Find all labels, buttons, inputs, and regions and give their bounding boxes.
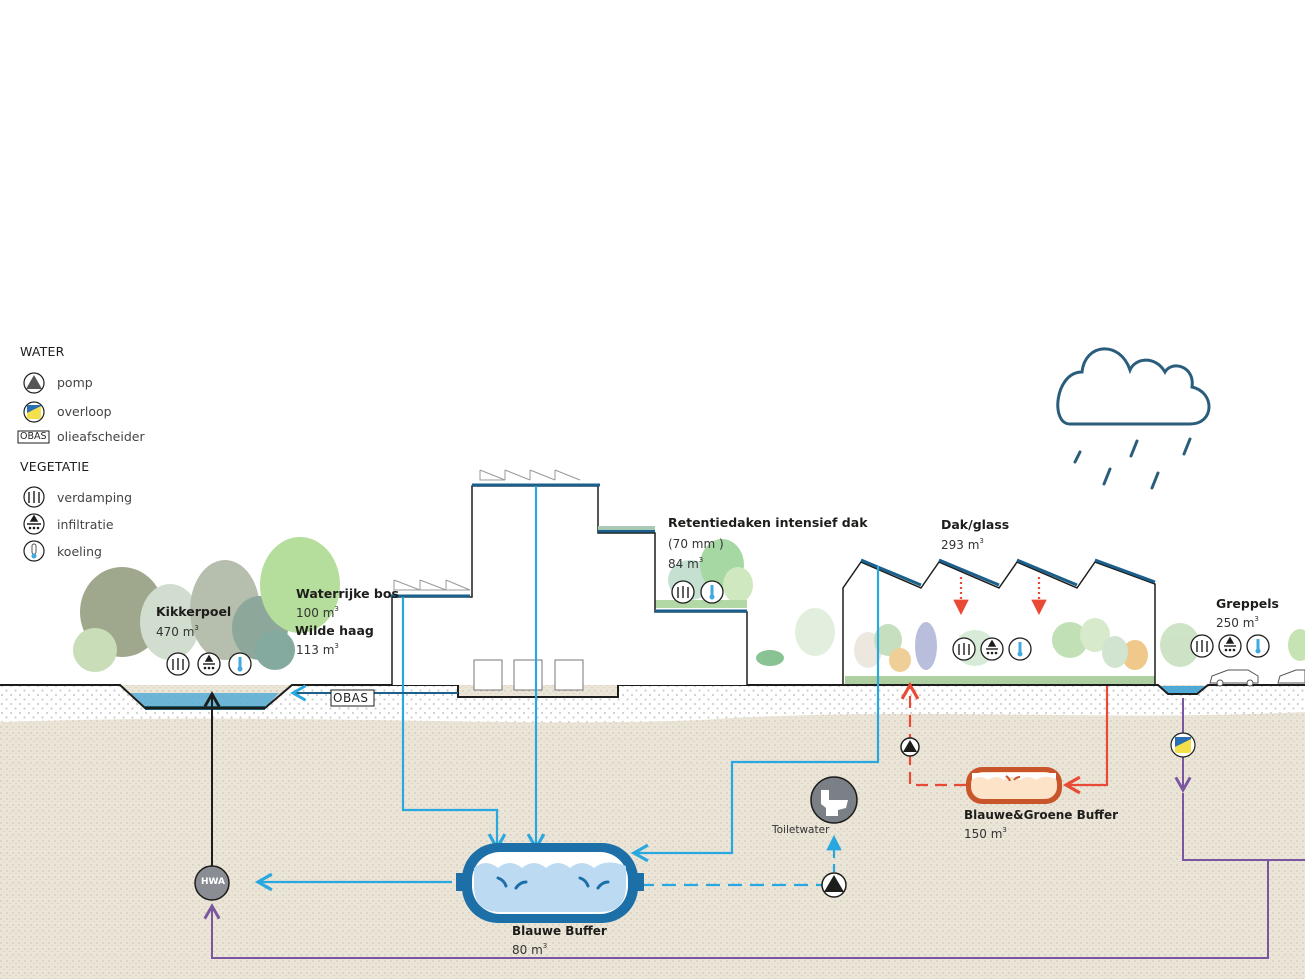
retentiedaken-title: Retentiedaken intensief dak (668, 515, 868, 530)
soil (0, 685, 1305, 979)
zone-icon-glyphs (172, 586, 1236, 670)
legend-item-koeling: koeling (57, 544, 102, 559)
kikkerpoel-water (130, 693, 279, 708)
legend-icons (17, 372, 50, 562)
greppels-title: Greppels (1216, 596, 1280, 611)
building (390, 469, 748, 691)
obas-label: OBAS (333, 691, 369, 705)
blue-flow-lines (254, 486, 880, 892)
solar-panels (393, 469, 581, 591)
groene-buffer-volume: 150 m3 (964, 826, 1007, 841)
hwa-node (194, 865, 230, 901)
groene-buffer-tank (966, 767, 1062, 804)
legend-item-olieafscheider: olieafscheider (57, 429, 145, 444)
toilet-icon (810, 776, 858, 824)
blauwe-buffer-tank (456, 843, 644, 923)
rain-cloud-icon (1056, 347, 1211, 490)
blauwe-buffer-volume: 80 m3 (512, 942, 548, 957)
parking-cars (473, 659, 584, 691)
kikkerpoel-title: Kikkerpoel (156, 604, 232, 619)
thermometer-glyphs (237, 585, 1261, 672)
toiletwater-label: Toiletwater (772, 824, 830, 836)
greppel-water (1160, 686, 1205, 693)
vegetation-greenhouse (756, 608, 1305, 684)
hwa-label: HWA (201, 877, 226, 887)
legend-infiltration-icon (23, 513, 45, 535)
legend-overflow-icon (23, 401, 45, 423)
obas-box (330, 689, 375, 707)
legend-obas-icon (17, 430, 50, 444)
legend-obas-badge: OBAS (20, 431, 47, 442)
dak-glass-volume: 293 m3 (941, 537, 984, 552)
blauwe-buffer-title: Blauwe Buffer (512, 924, 607, 938)
vegetation-kikkerpoel (73, 537, 340, 672)
greenhouse (842, 558, 1156, 685)
retentiedaken-subtitle: (70 mm ) (668, 537, 724, 551)
legend-item-infiltratie: infiltratie (57, 517, 114, 532)
overflow-icon-greppel (1170, 732, 1196, 758)
red-flow-lines (900, 577, 1109, 795)
legend-item-overloop: overloop (57, 404, 112, 419)
waterrijke-bos-title: Waterrijke bos (296, 586, 399, 601)
pump-icon-red (900, 737, 920, 757)
wilde-haag-title: Wilde haag (295, 623, 374, 638)
wilde-haag-volume: 113 m3 (296, 642, 339, 657)
legend-item-pomp: pomp (57, 375, 93, 390)
legend-evaporation-icon (23, 486, 45, 508)
cars (1209, 669, 1305, 687)
legend-water-title: WATER (20, 344, 65, 359)
legend-thermometer-icon (23, 540, 45, 562)
retentiedaken-volume: 84 m3 (668, 556, 704, 571)
legend-vegetation-title: VEGETATIE (20, 459, 90, 474)
greppels-volume: 250 m3 (1216, 615, 1259, 630)
waterrijke-bos-volume: 100 m3 (296, 605, 339, 620)
kikkerpoel-volume: 470 m3 (156, 624, 199, 639)
pump-icon-blue (821, 872, 847, 898)
infiltration-dots (203, 648, 1236, 670)
legend-pump-icon (23, 372, 45, 394)
dak-glass-title: Dak/glass (941, 517, 1010, 532)
ground-line (0, 684, 1305, 709)
legend-item-verdamping: verdamping (57, 490, 133, 505)
groene-buffer-title: Blauwe&Groene Buffer (964, 808, 1119, 822)
